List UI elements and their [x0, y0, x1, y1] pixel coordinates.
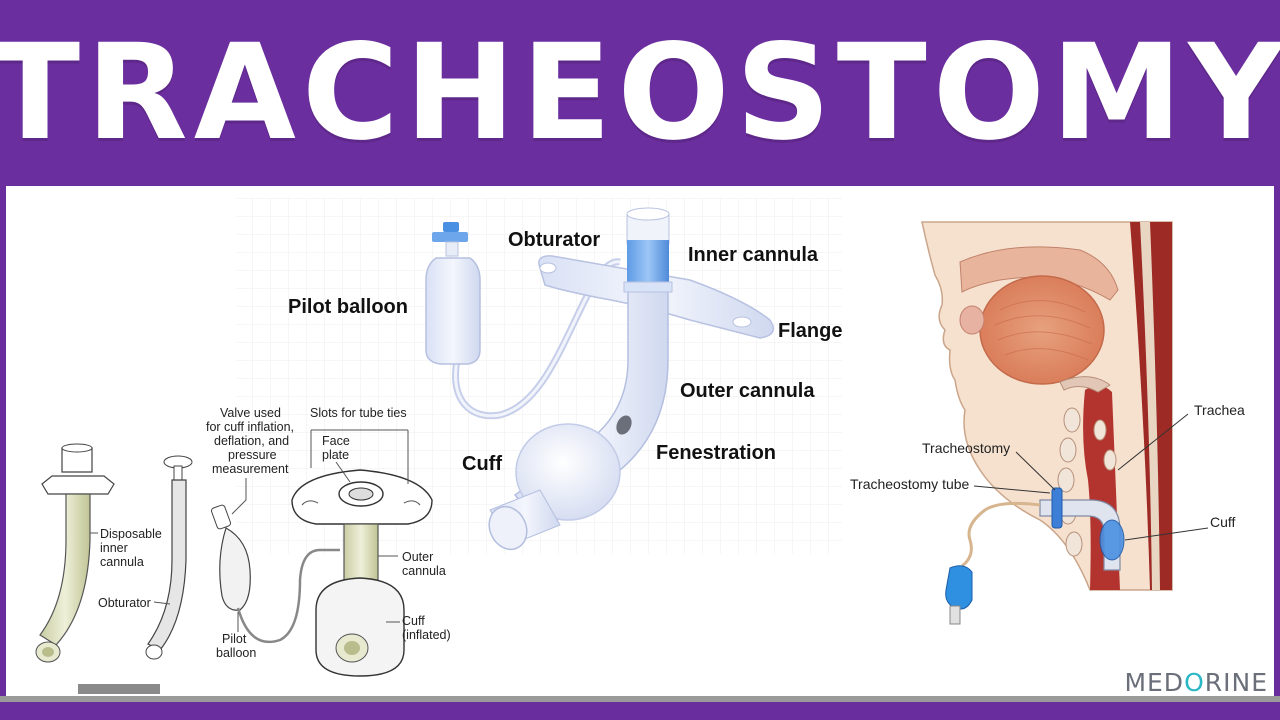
label-disposable-3: cannula — [100, 555, 144, 569]
fenestration-hole — [616, 415, 632, 435]
left-labels: Valve used for cuff inflation, deflation… — [98, 406, 451, 660]
label-left-outer-2: cannula — [402, 564, 446, 578]
label-obturator: Obturator — [508, 229, 600, 251]
label-pilot-balloon: Pilot balloon — [288, 296, 408, 318]
left-cuff-inflated — [315, 577, 405, 677]
title-banner — [0, 0, 1280, 186]
tongue-shape — [979, 275, 1105, 385]
label-trachea: Trachea — [1194, 402, 1245, 418]
scale-bar — [78, 684, 160, 694]
center-labels: Obturator Inner cannula Pilot balloon Fl… — [288, 229, 842, 475]
pilot-balloon-shape — [425, 257, 481, 365]
label-left-cuff-2: (inflated) — [402, 628, 451, 642]
label-left-obturator: Obturator — [98, 596, 151, 610]
inner-cannula-blue — [627, 240, 669, 282]
left-tube-components — [35, 429, 433, 677]
label-left-pilot-2: balloon — [216, 646, 256, 660]
logo-part-1: MED — [1124, 667, 1185, 697]
label-left-pilot-1: Pilot — [222, 632, 247, 646]
label-flange: Flange — [778, 320, 842, 342]
label-tracheostomy: Tracheostomy — [922, 440, 1010, 456]
logo-part-3: RINE — [1204, 667, 1268, 697]
label-disposable-2: inner — [100, 541, 128, 555]
label-valve-4: pressure — [228, 448, 277, 462]
right-cuff — [1099, 519, 1125, 561]
pilot-valve-cap — [443, 222, 459, 232]
label-face-2: plate — [322, 448, 349, 462]
label-right-cuff: Cuff — [1210, 514, 1236, 530]
right-pilot-balloon — [945, 565, 973, 610]
medorine-logo: MED O RINE — [1124, 667, 1268, 697]
left-pilot-balloon — [219, 527, 251, 611]
right-anatomy-illustration — [921, 221, 1209, 625]
label-disposable-1: Disposable — [100, 527, 162, 541]
label-cuff: Cuff — [462, 453, 502, 475]
bottom-divider — [0, 696, 1280, 702]
label-face-1: Face — [322, 434, 350, 448]
label-valve-1: Valve used — [220, 406, 281, 420]
right-labels: Trachea Tracheostomy Tracheostomy tube C… — [850, 402, 1245, 530]
label-valve-5: measurement — [212, 462, 289, 476]
label-outer-cannula: Outer cannula — [680, 380, 815, 402]
label-valve-3: deflation, and — [214, 434, 289, 448]
center-tracheostomy-tube — [425, 207, 775, 551]
label-fenestration: Fenestration — [656, 442, 776, 464]
label-inner-cannula: Inner cannula — [688, 244, 819, 266]
label-left-cuff-1: Cuff — [402, 614, 425, 628]
right-trach-tube — [1039, 499, 1121, 571]
logo-part-2: O — [1184, 667, 1205, 697]
inner-cannula-tube — [39, 493, 91, 646]
label-slots: Slots for tube ties — [310, 406, 407, 420]
page-title: TRACHEOSTOMY — [0, 16, 1280, 170]
label-left-outer-1: Outer — [402, 550, 433, 564]
obturator-shape — [147, 479, 187, 651]
right-flange — [1051, 487, 1063, 529]
label-tracheostomy-tube: Tracheostomy tube — [850, 476, 970, 492]
label-valve-2: for cuff inflation, — [206, 420, 294, 434]
